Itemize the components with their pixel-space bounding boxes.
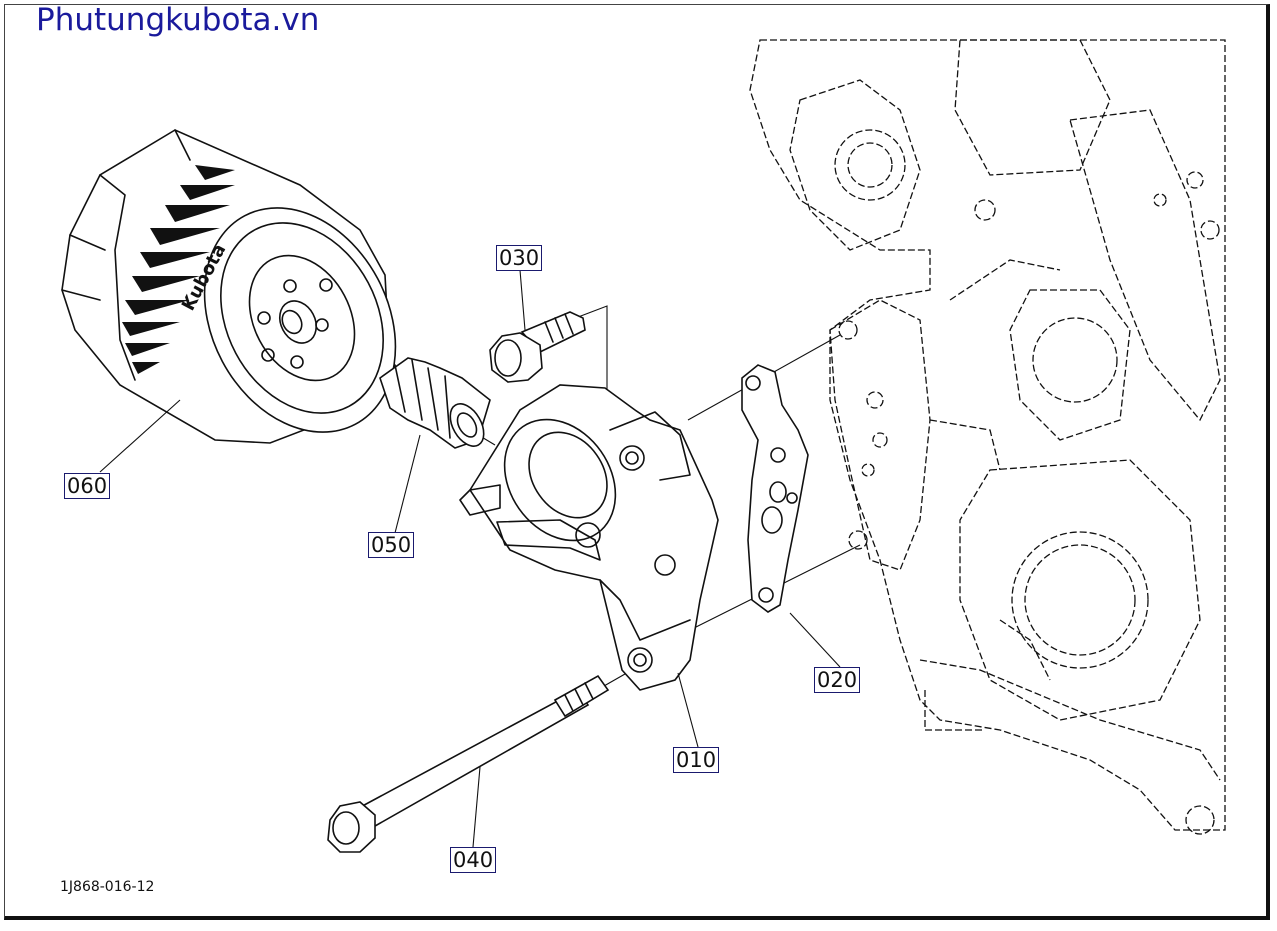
gasket-020	[741, 364, 809, 613]
bolt-040	[327, 674, 610, 853]
drawing-code: 1J868-016-12	[60, 879, 155, 895]
part-label-040[interactable]: 040	[450, 847, 497, 873]
filter-bracket-010	[459, 384, 719, 691]
part-label-010[interactable]: 010	[673, 747, 720, 773]
part-label-050[interactable]: 050	[368, 532, 415, 558]
part-label-060[interactable]: 060	[64, 473, 111, 499]
watermark: Phutungkubota.vn	[36, 2, 320, 38]
drawing-frame	[4, 4, 1270, 920]
engine-block	[749, 39, 1226, 835]
part-label-030[interactable]: 030	[496, 245, 543, 271]
oil-filter-060: Kubota	[61, 129, 397, 444]
label-leaders	[99, 269, 841, 848]
nipple-050	[379, 357, 491, 449]
bolt-030	[489, 311, 586, 383]
filter-chevron-stripes	[122, 165, 235, 374]
part-label-020[interactable]: 020	[814, 667, 861, 693]
